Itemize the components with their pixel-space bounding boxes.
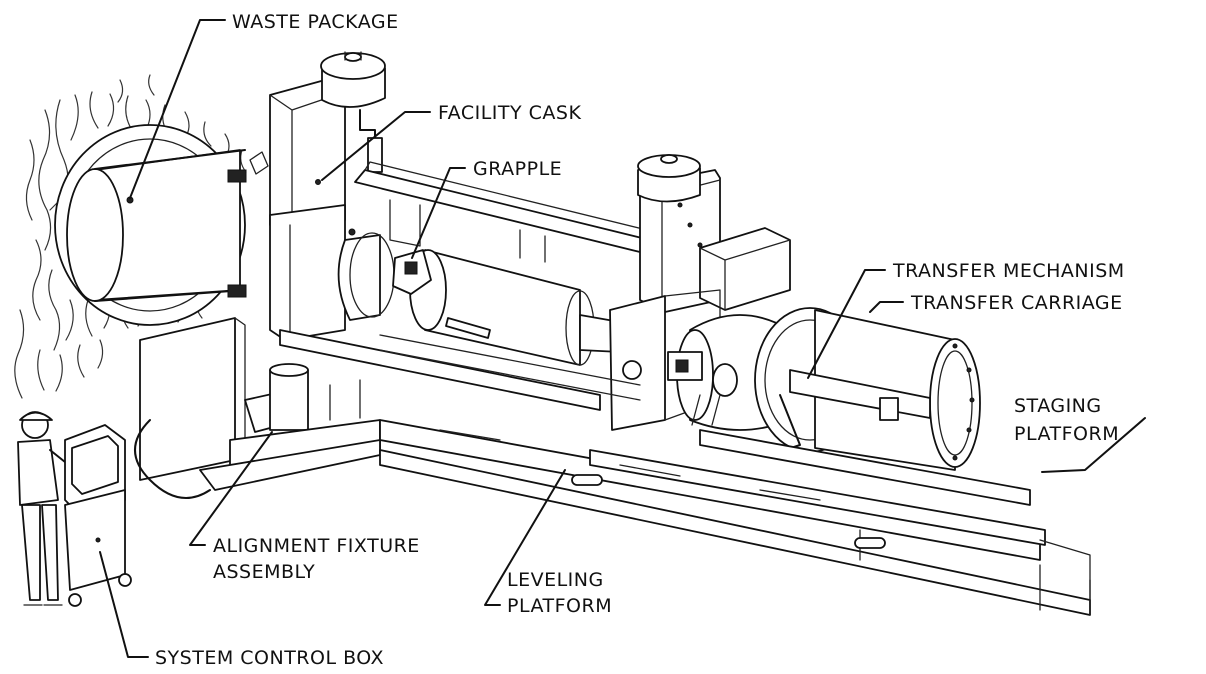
leader-leveling-platform bbox=[484, 469, 566, 606]
operator-figure bbox=[17, 411, 83, 606]
leader-alignment-fixture bbox=[189, 431, 273, 546]
leader-staging-platform bbox=[1041, 417, 1146, 473]
diagram-labels: WASTE PACKAGE FACILITY CASK GRAPPLE TRAN… bbox=[155, 11, 1125, 669]
transfer-carriage-housing bbox=[609, 154, 791, 431]
system-control-box-drawing bbox=[64, 424, 132, 607]
leader-waste-package bbox=[129, 19, 226, 199]
waste-package-drawing bbox=[54, 124, 269, 326]
label-alignment-fixture-line2: ASSEMBLY bbox=[213, 561, 315, 583]
label-staging-platform-line1: STAGING bbox=[1014, 395, 1102, 417]
leader-system-control-box bbox=[99, 551, 149, 658]
label-facility-cask: FACILITY CASK bbox=[438, 102, 581, 124]
leader-facility-cask bbox=[321, 111, 431, 181]
label-transfer-carriage: TRANSFER CARRIAGE bbox=[910, 292, 1123, 314]
grapple-drawing bbox=[392, 249, 621, 366]
leader-transfer-mechanism bbox=[807, 269, 886, 379]
label-system-control-box: SYSTEM CONTROL BOX bbox=[155, 647, 384, 669]
platform-drawing bbox=[199, 329, 1091, 616]
label-grapple: GRAPPLE bbox=[473, 158, 562, 180]
leader-grapple bbox=[411, 167, 466, 259]
transfer-carriage-drawing bbox=[754, 307, 981, 471]
facility-cask-drawing bbox=[269, 51, 395, 341]
label-leveling-platform-line2: PLATFORM bbox=[507, 595, 612, 617]
leader-lines bbox=[99, 19, 1146, 658]
label-waste-package: WASTE PACKAGE bbox=[232, 11, 399, 33]
label-leveling-platform-line1: LEVELING bbox=[507, 569, 604, 591]
label-transfer-mechanism: TRANSFER MECHANISM bbox=[892, 260, 1125, 282]
label-alignment-fixture-line1: ALIGNMENT FIXTURE bbox=[213, 535, 420, 557]
leader-transfer-carriage bbox=[869, 301, 904, 313]
label-staging-platform-line2: PLATFORM bbox=[1014, 423, 1119, 445]
